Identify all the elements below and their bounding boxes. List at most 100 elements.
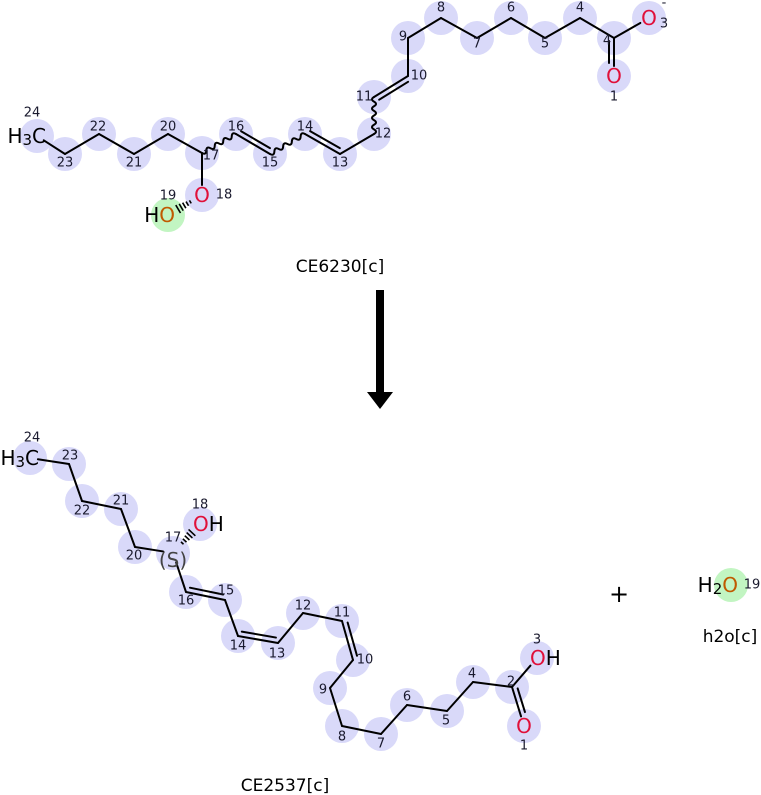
double-bond-inner — [240, 630, 277, 639]
atom-number: 16 — [228, 120, 245, 135]
single-bond — [277, 612, 304, 644]
atom-highlight — [13, 441, 47, 475]
double-bond-inner — [240, 130, 271, 150]
atom-number: 4 — [576, 1, 584, 16]
double-bond — [373, 75, 409, 98]
water-formula: H2O — [698, 573, 738, 598]
atom-number: 15 — [262, 156, 279, 171]
single-bond — [544, 17, 581, 39]
atom-number: 7 — [377, 737, 385, 752]
hashed-wedge-bond — [188, 528, 196, 537]
atom-number: 2 — [507, 675, 515, 690]
atom-number: 6 — [507, 1, 515, 16]
atom-highlight — [597, 59, 631, 93]
atom-highlight — [632, 1, 666, 35]
single-bond — [579, 17, 615, 39]
atom-number: 13 — [269, 647, 286, 662]
atom-number: 16 — [178, 594, 195, 609]
atom-number: 9 — [399, 30, 407, 45]
double-bond-inner — [346, 621, 358, 657]
hashed-wedge-bond — [178, 203, 184, 212]
plus-sign: + — [609, 580, 629, 608]
atom-number: 5 — [541, 37, 549, 52]
atom-number: 4 — [468, 667, 476, 682]
oxygen-atom-label: O — [194, 183, 210, 207]
hashed-wedge-bond — [188, 199, 192, 204]
atom-number: 11 — [334, 606, 351, 621]
single-bond — [42, 139, 66, 155]
atom-highlight — [20, 119, 54, 153]
hydroxyl-label: HO — [144, 203, 175, 227]
atom-number: 3 — [660, 17, 668, 32]
single-bond — [613, 21, 642, 39]
atom-number: 17 — [165, 531, 182, 546]
single-bond — [440, 17, 478, 39]
single-bond — [329, 659, 354, 689]
atom-number: 23 — [62, 449, 79, 464]
single-bond — [224, 599, 239, 637]
atom-number: 12 — [375, 127, 392, 142]
hashed-wedge-bond — [180, 541, 185, 545]
double-bond-inner — [516, 687, 526, 714]
atom-number: 18 — [192, 498, 209, 513]
single-bond — [380, 704, 408, 735]
stereo-center-label: (S) — [159, 548, 187, 572]
double-bond — [511, 686, 523, 718]
atom-number: 10 — [357, 653, 374, 668]
atom-number: 23 — [57, 156, 74, 171]
double-bond-inner — [309, 130, 341, 150]
atom-number: 8 — [338, 730, 346, 745]
atom-highlight — [185, 178, 219, 212]
hydroxyl-label: OH — [193, 512, 224, 536]
double-bond — [185, 591, 226, 601]
reaction-arrow-icon — [367, 290, 393, 409]
single-bond — [472, 681, 513, 688]
atom-number: 8 — [437, 1, 445, 16]
product-name: CE2537[c] — [241, 776, 330, 795]
hashed-wedge-bond — [181, 202, 187, 209]
oxygen-atom-label: O — [606, 64, 622, 88]
single-bond — [81, 500, 122, 510]
negative-charge: - — [662, 0, 667, 11]
single-bond — [175, 561, 187, 593]
single-bond — [36, 458, 70, 465]
hydroxyl-label: OH — [530, 646, 561, 670]
atom-number: 14 — [230, 639, 247, 654]
single-bond — [302, 612, 343, 622]
atom-number: 9 — [319, 683, 327, 698]
atom-number: 15 — [218, 584, 235, 599]
atom-number: 20 — [126, 549, 143, 564]
atom-number: 10 — [411, 69, 428, 84]
wavy-bond — [201, 132, 237, 155]
double-bond — [304, 133, 341, 155]
atom-number: 5 — [442, 714, 450, 729]
single-bond — [510, 17, 546, 39]
atom-number: 19 — [160, 189, 177, 204]
hashed-wedge-bond — [182, 538, 188, 543]
hashed-wedge-bond — [185, 201, 190, 207]
atom-highlight — [507, 709, 541, 743]
single-bond — [329, 687, 343, 727]
single-bond — [120, 508, 136, 548]
water-name: h2o[c] — [703, 627, 758, 647]
atoms: 24H3C23222120171615141312111098765443O-1… — [0, 0, 760, 754]
methyl-group-label: H3C — [0, 446, 39, 471]
double-bond-inner — [188, 586, 225, 596]
methyl-group-label: H3C — [7, 124, 46, 149]
single-bond — [476, 17, 512, 39]
atom-number: 1 — [520, 739, 528, 754]
atom-number: 20 — [160, 120, 177, 135]
oxygen-atom-label: O — [641, 6, 657, 30]
double-bond — [341, 620, 354, 661]
single-bond — [64, 133, 100, 155]
atom-number: 1 — [610, 90, 618, 105]
hashed-wedge-bond — [184, 535, 190, 541]
single-bond — [167, 133, 203, 154]
atom-highlight — [714, 568, 748, 602]
atom-number: 11 — [356, 90, 373, 105]
atom-number: 14 — [297, 120, 314, 135]
atom-number: 19 — [744, 578, 761, 593]
atom-number: 24 — [24, 106, 41, 121]
atom-highlight — [156, 536, 190, 570]
single-bond — [68, 463, 83, 502]
